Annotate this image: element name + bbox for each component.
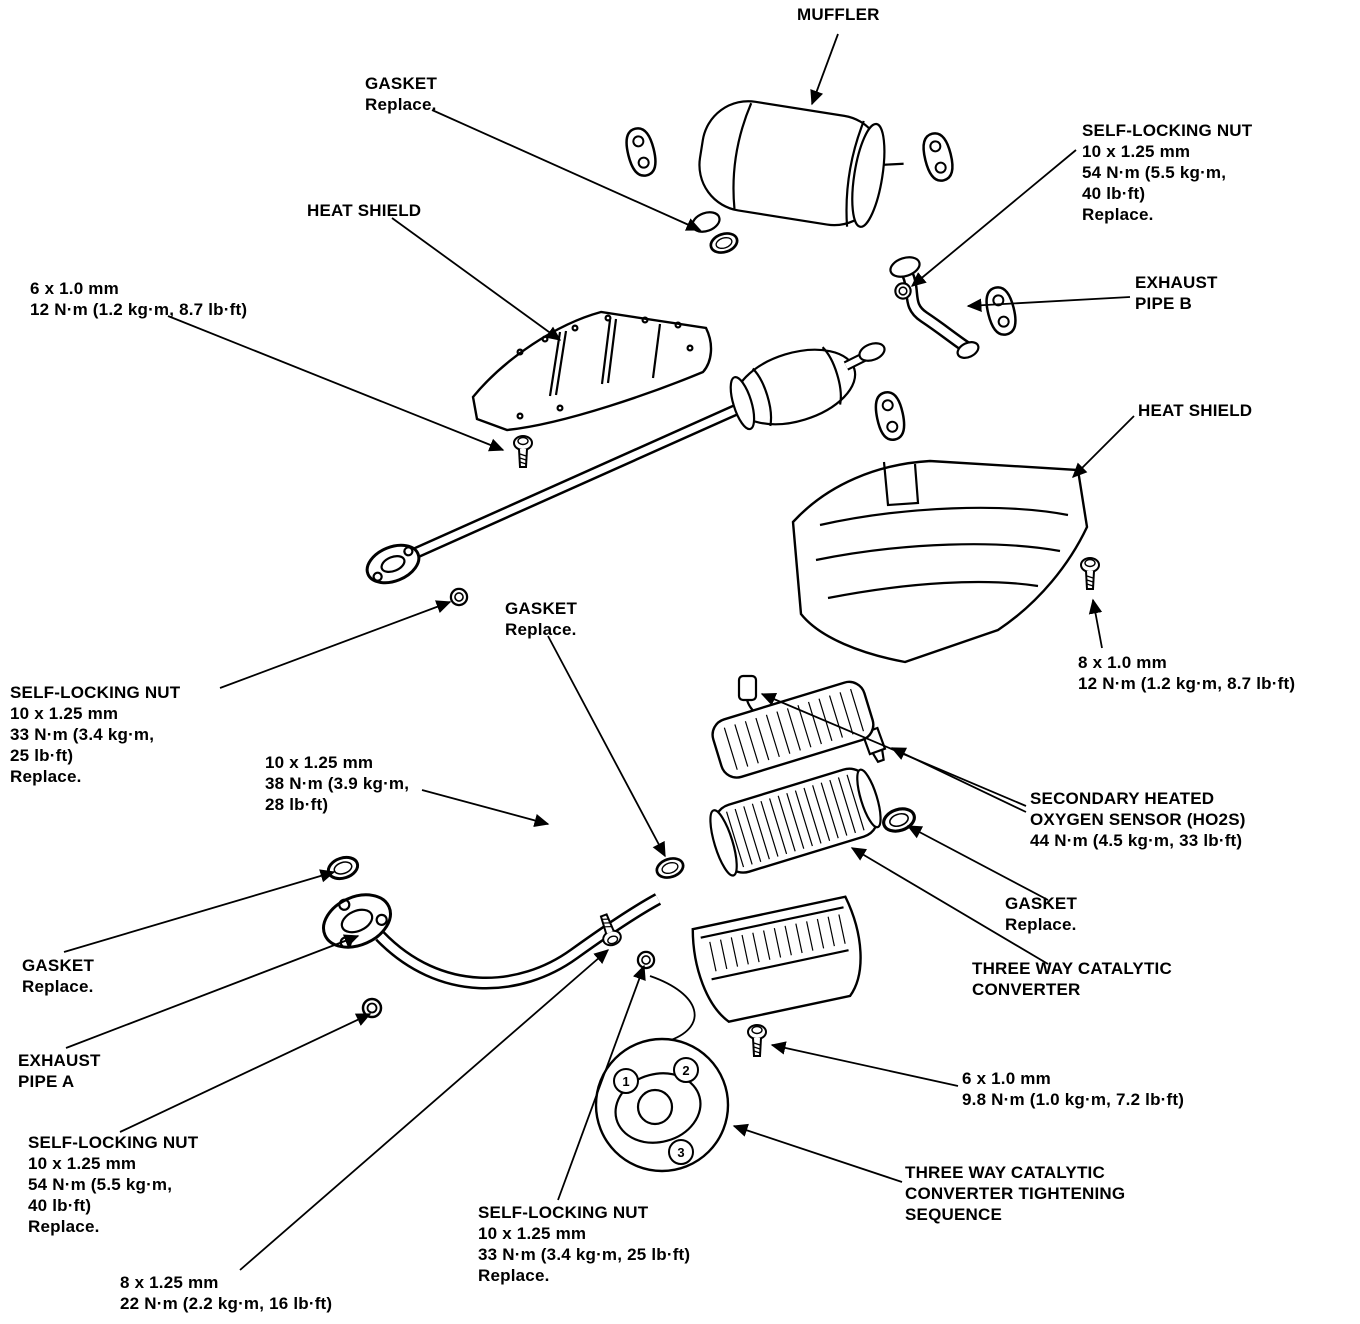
sequence-step-3-badge: 3 [668,1139,694,1165]
gasket-mid-label: GASKET Replace. [505,599,578,640]
bolt-8x10-12nm-label: 8 x 1.0 mm 12 N·m (1.2 kg·m, 8.7 lb·ft) [1078,653,1296,694]
mid-pipe-part [365,342,886,607]
ho2s-label: SECONDARY HEATED OXYGEN SENSOR (HO2S) 44… [1030,789,1246,851]
exhaust-pipe-a-part [322,852,662,1019]
sequence-step-2-badge: 2 [673,1057,699,1083]
tightening-sequence-label: THREE WAY CATALYTIC CONVERTER TIGHTENING… [905,1163,1126,1225]
exhaust-pipe-a-label: EXHAUST PIPE A [18,1051,101,1092]
bolt-8x125-22nm-label: 8 x 1.25 mm 22 N·m (2.2 kg·m, 16 lb·ft) [120,1273,333,1314]
muffler-part [691,100,904,258]
self-locking-nut-54nm-bottom-label: SELF-LOCKING NUT 10 x 1.25 mm 54 N·m (5.… [28,1133,199,1237]
heat-shield-front-label: HEAT SHIELD [307,201,422,220]
muffler-label: MUFFLER [797,5,880,24]
self-locking-nut-54nm-label: SELF-LOCKING NUT 10 x 1.25 mm 54 N·m (5.… [1082,121,1253,225]
hanger-rubber [918,129,958,185]
hanger-rubber [981,283,1021,339]
bolt-10x125-38nm-label: 10 x 1.25 mm 38 N·m (3.9 kg·m, 28 lb·ft) [265,753,410,815]
heat-shield-left-part [471,310,713,432]
heat-shield-bolt [1079,556,1101,591]
hanger-rubber [871,388,909,444]
gasket-converter-label: GASKET Replace. [1005,894,1078,935]
heat-shield-bolt [512,434,534,469]
bolt-6x10-98nm-label: 6 x 1.0 mm 9.8 N·m (1.0 kg·m, 7.2 lb·ft) [962,1069,1185,1110]
catalytic-converter-part [653,680,919,1058]
self-locking-nut-33nm-label: SELF-LOCKING NUT 10 x 1.25 mm 33 N·m (3.… [10,683,181,787]
bolt-6x10-12nm-label: 6 x 1.0 mm 12 N·m (1.2 kg·m, 8.7 lb·ft) [30,279,248,320]
three-way-catalytic-converter-label: THREE WAY CATALYTIC CONVERTER [972,959,1172,1000]
hanger-rubber [621,124,661,180]
self-locking-nut-33nm-bottom-label: SELF-LOCKING NUT 10 x 1.25 mm 33 N·m (3.… [478,1203,691,1286]
sequence-step-1-badge: 1 [613,1068,639,1094]
exhaust-pipe-b-part [889,256,980,359]
exhaust-pipe-b-label: EXHAUST PIPE B [1135,273,1218,314]
gasket-pipe-a-label: GASKET Replace. [22,956,95,997]
heat-shield-right-part [791,459,1089,664]
leader-lines [63,33,1135,1271]
heat-shield-rear-label: HEAT SHIELD [1138,401,1253,420]
gasket-muffler-label: GASKET Replace. [365,74,438,115]
